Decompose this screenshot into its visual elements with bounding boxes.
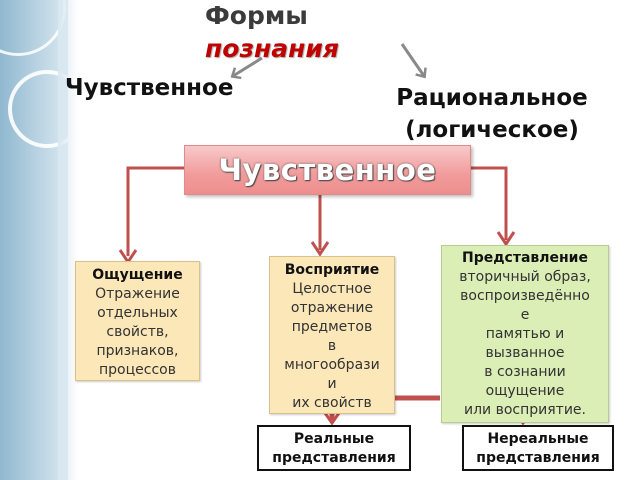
node-text-line: предметов xyxy=(291,319,373,335)
node-sensation: Ощущение Отражение отдельных свойств, пр… xyxy=(75,261,200,381)
node-text-line: свойств, xyxy=(106,324,169,340)
node-heading: Ощущение xyxy=(92,267,183,283)
category-rational-sublabel: (логическое) xyxy=(405,117,579,143)
node-text-line: процессов xyxy=(99,362,176,378)
node-text-line: в сознании xyxy=(484,364,566,380)
node-text-line: признаков, xyxy=(96,343,179,359)
arrowhead-to-representation xyxy=(496,231,516,247)
node-text-line: отражение xyxy=(290,300,374,316)
connector-to-representation xyxy=(469,166,508,240)
node-text-line: е xyxy=(520,307,530,323)
node-text-line: Отражение xyxy=(95,286,180,302)
sensory-main-label: Чувственное xyxy=(218,153,437,187)
real-representations-box: Реальные представления xyxy=(257,425,411,471)
node-text-line: памятью и xyxy=(485,326,565,342)
connector-to-sensation xyxy=(126,166,184,256)
title-cognition: познания xyxy=(205,34,339,63)
title-forms: Формы xyxy=(205,1,308,30)
real-representations-line: представления xyxy=(272,450,396,466)
arrowhead-to-perception xyxy=(310,241,330,257)
sensory-main-box: Чувственное xyxy=(184,145,471,195)
category-rational: Рациональное (логическое) xyxy=(372,82,612,146)
node-text-line: многообрази xyxy=(284,357,380,373)
node-text-line: вторичный образ, xyxy=(459,269,591,285)
category-rational-label: Рациональное xyxy=(396,85,588,111)
title-arrow-right xyxy=(400,43,427,79)
unreal-representations-box: Нереальные представления xyxy=(462,425,614,471)
node-text-line: и xyxy=(327,376,337,392)
unreal-representations-line: Нереальные xyxy=(487,431,589,447)
node-heading: Восприятие xyxy=(284,262,380,278)
node-text-line: воспроизведённо xyxy=(460,288,590,304)
node-text-line: их свойств xyxy=(292,395,372,411)
node-heading: Представление xyxy=(462,250,588,266)
node-text-line: вызванное xyxy=(485,345,565,361)
category-sensory: Чувственное xyxy=(65,75,234,101)
real-representations-line: Реальные xyxy=(293,431,375,447)
node-text-line: Целостное xyxy=(292,281,372,297)
unreal-representations-line: представления xyxy=(476,450,600,466)
decorative-ring xyxy=(0,0,66,56)
node-text-line: ощущение xyxy=(485,383,565,399)
decorative-side-band xyxy=(0,0,86,480)
arrowhead-to-real xyxy=(323,412,341,426)
node-text-line: в xyxy=(327,338,337,354)
node-representation: Представление вторичный образ, воспроизв… xyxy=(441,245,609,423)
decorative-ring xyxy=(8,70,86,148)
node-text-line: отдельных xyxy=(97,305,178,321)
node-text-line: или восприятие. xyxy=(464,402,586,418)
node-perception: Восприятие Целостное отражение предметов… xyxy=(269,256,395,414)
